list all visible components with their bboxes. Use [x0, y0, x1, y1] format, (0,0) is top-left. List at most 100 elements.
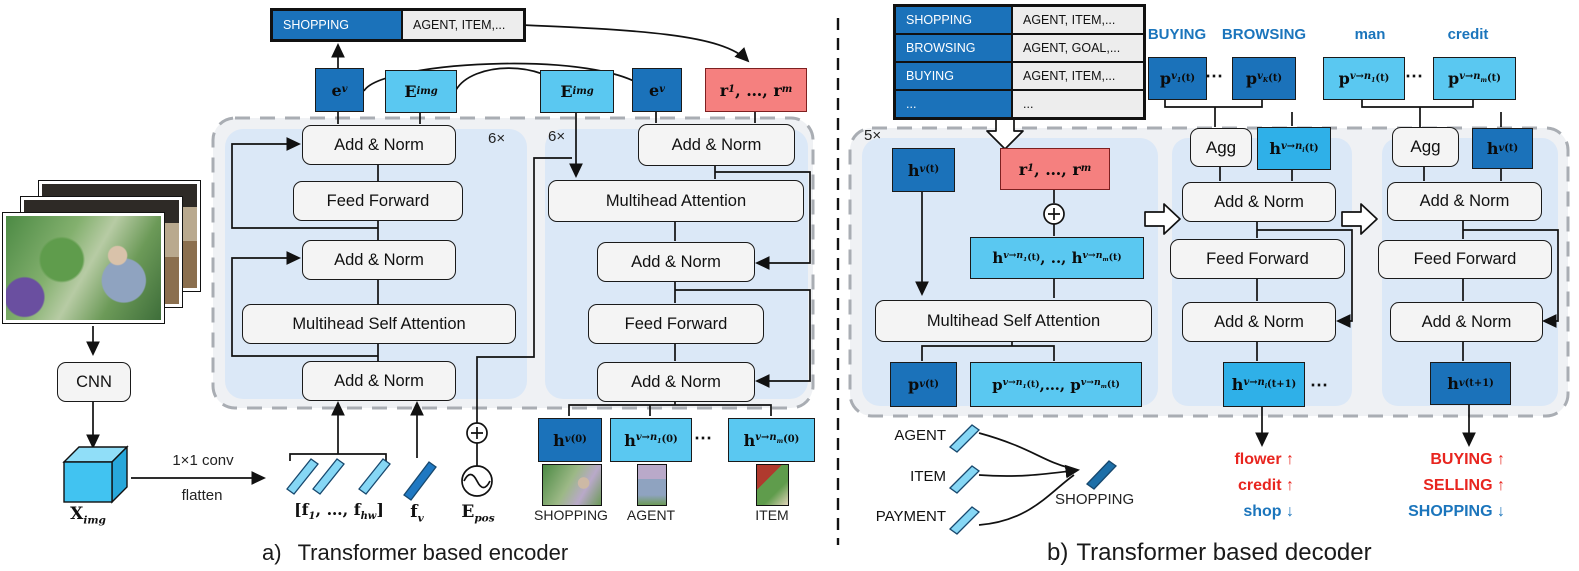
entity-output-scores: BUYING ↑ SELLING ↑ SHOPPING ↓	[1355, 447, 1505, 525]
schema-value: AGENT, GOAL,...	[1012, 34, 1144, 62]
p-pred-dots: ⋯	[1405, 66, 1424, 86]
cnn-box: CNN	[57, 362, 131, 402]
relation-legend-table: SHOPPING AGENT, ITEM,...	[270, 8, 526, 42]
positional-encoding-icon	[461, 465, 493, 497]
output-line: shop ↓	[1243, 503, 1294, 520]
agent-thumbnail	[637, 464, 667, 506]
decoder-caption-text: Transformer based decoder	[1076, 539, 1372, 566]
encoder-caption-text: Transformer based encoder	[297, 540, 569, 565]
dec-self-attention: Multihead Self Attention	[875, 300, 1152, 342]
enc-left-add-norm-1: Add & Norm	[302, 125, 456, 165]
legend-key-cell: SHOPPING	[272, 10, 402, 40]
h-out-dots: ⋯	[1310, 375, 1329, 395]
feature-list-label: [f1, …, fhw]	[294, 500, 384, 523]
table-row: BUYING AGENT, ITEM,...	[895, 62, 1144, 90]
sec3-add-norm-1: Add & Norm	[1387, 182, 1542, 221]
h-input-stubs	[1291, 112, 1502, 127]
credit-label: credit	[1447, 26, 1489, 43]
table-row: ... ...	[895, 90, 1144, 118]
sec3-add-norm-2: Add & Norm	[1390, 302, 1543, 342]
output-line: credit ↑	[1237, 477, 1294, 494]
decoder-repeat: 5×	[864, 127, 882, 144]
buying-label: BUYING	[1147, 26, 1207, 43]
enc-left-self-attention: Multihead Self Attention	[242, 304, 516, 344]
enc-right-feed-forward: Feed Forward	[588, 304, 764, 344]
man-label: man	[1354, 26, 1386, 43]
section1-to-2-hollow-arrow	[1144, 203, 1181, 235]
output-line: flower ↑	[1234, 451, 1294, 468]
plus-circle-icon-2	[1043, 203, 1065, 225]
compose-curve-agent	[978, 432, 1071, 469]
video-frame-1	[2, 212, 165, 324]
agent-bar	[948, 424, 981, 453]
enc-left-feed-forward: Feed Forward	[293, 181, 463, 221]
event-schema-table: SHOPPING AGENT, ITEM,... BROWSING AGENT,…	[893, 4, 1146, 120]
p-pred-bracket	[1361, 98, 1474, 127]
shopping-thumb-label: SHOPPING	[534, 507, 608, 523]
plus-sign	[471, 427, 483, 439]
compose-payment-label: PAYMENT	[875, 508, 946, 525]
sec2-add-norm-2: Add & Norm	[1182, 302, 1336, 342]
output-line: SELLING ↑	[1423, 477, 1505, 494]
schema-value: ...	[1012, 90, 1144, 118]
epos-label: Epos	[461, 502, 495, 525]
f-list-bracket	[289, 453, 387, 461]
fv-label: fv	[410, 502, 424, 525]
predicate-output-scores: flower ↑ credit ↑ shop ↓	[1168, 447, 1294, 525]
table-row: SHOPPING AGENT, ITEM,...	[895, 6, 1144, 34]
feature-bar-3	[358, 458, 391, 495]
h0-dots: ⋯	[694, 428, 713, 448]
frame-image	[6, 216, 161, 320]
item-thumb-label: ITEM	[755, 507, 789, 523]
msa-fanout	[921, 340, 1055, 361]
flatten-label: flatten	[181, 487, 223, 504]
encoder-left-repeat: 6×	[488, 130, 506, 147]
enc-left-add-norm-2: Add & Norm	[302, 240, 456, 280]
table-to-relations-arc	[499, 23, 750, 63]
ximg-cube-icon	[62, 445, 129, 504]
compose-curve-item	[978, 464, 1080, 479]
enc-right-add-norm-2: Add & Norm	[597, 242, 755, 282]
compose-item-label: ITEM	[910, 468, 946, 485]
compose-agent-label: AGENT	[894, 427, 946, 444]
section2-to-3-hollow-arrow	[1341, 203, 1378, 235]
feature-bar-1	[286, 458, 319, 495]
plus-circle-icon	[466, 422, 488, 444]
decoder-caption: b)Transformer based decoder	[1047, 539, 1372, 567]
conv-label: 1×1 conv	[172, 452, 234, 469]
item-thumbnail	[756, 464, 789, 506]
output-line: SHOPPING ↓	[1408, 503, 1505, 520]
table-down-hollow-arrow	[986, 115, 1024, 150]
sec2-feed-forward: Feed Forward	[1170, 239, 1345, 279]
h0-fanout	[568, 400, 772, 416]
sec3-feed-forward: Feed Forward	[1378, 240, 1552, 279]
enc-right-add-norm-3: Add & Norm	[597, 362, 755, 402]
sec2-add-norm-1: Add & Norm	[1182, 182, 1336, 222]
shopping-thumbnail	[542, 464, 602, 506]
p-entity-bracket	[1164, 98, 1263, 127]
schema-key: SHOPPING	[895, 6, 1012, 34]
schema-key: BUYING	[895, 62, 1012, 90]
ximg-label: Ximg	[70, 504, 106, 527]
agg-box-2: Agg	[1190, 128, 1252, 167]
sine-wave	[463, 473, 491, 489]
encoder-caption: a)Transformer based encoder	[262, 540, 568, 566]
schema-value: AGENT, ITEM,...	[1012, 62, 1144, 90]
schema-value: AGENT, ITEM,...	[1012, 6, 1144, 34]
compose-shopping-label: SHOPPING	[1055, 491, 1135, 508]
